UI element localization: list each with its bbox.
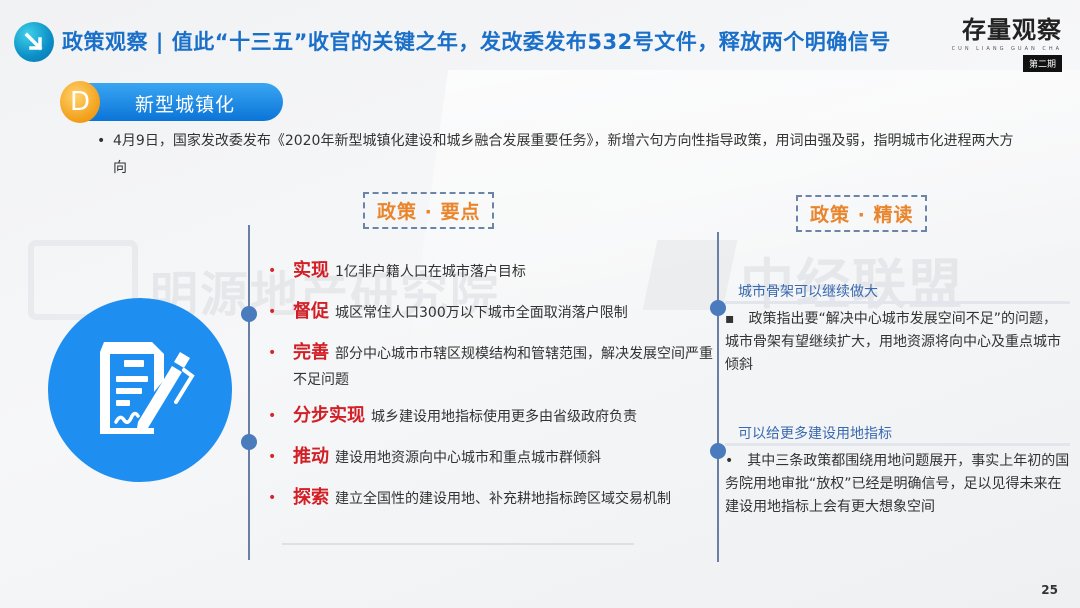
list-item: • 督促城区常住人口300万以下城市全面取消落户限制	[268, 299, 718, 326]
watermark-left: 明源地产研究院	[150, 267, 501, 323]
bullet-icon: •	[97, 133, 106, 149]
arrow-down-right-icon	[14, 22, 54, 62]
page-number: 25	[1041, 583, 1058, 597]
point-keyword: 推动	[293, 446, 329, 467]
point-text: 建立全国性的建设用地、补充耕地指标跨区域交易机制	[335, 491, 671, 507]
brand-subtitle: CUN LIANG GUAN CHA	[951, 46, 1062, 52]
watermark-right: 中经联盟	[740, 253, 964, 316]
list-item: • 实现 1亿非户籍人口在城市落户目标	[268, 258, 718, 285]
point-keyword: 探索	[293, 487, 329, 508]
timeline-line-left	[248, 225, 250, 560]
bullet-icon: •	[268, 449, 277, 465]
section-pill: 新型城镇化	[65, 83, 283, 121]
point-keyword: 实现	[293, 260, 329, 281]
brand-logo: 存量观察 CUN LIANG GUAN CHA 第二期	[952, 10, 1062, 72]
point-keyword: 督促	[293, 301, 329, 322]
section-badge: D	[60, 81, 100, 123]
point-keyword: 分步实现	[293, 405, 365, 426]
reading-title: 可以给更多建设用地指标	[725, 422, 1070, 446]
point-keyword: 完善	[293, 342, 329, 363]
timeline-dot	[710, 300, 726, 316]
issue-badge: 第二期	[1022, 55, 1062, 72]
timeline-dot	[710, 443, 726, 459]
policy-points-list: • 实现 1亿非户籍人口在城市落户目标 • 督促城区常住人口300万以下城市全面取…	[268, 258, 718, 526]
tag-policy-points: 政策 · 要点	[363, 192, 495, 229]
point-text: 1亿非户籍人口在城市落户目标	[335, 264, 526, 280]
timeline-line-right	[717, 232, 719, 562]
list-item: • 推动建设用地资源向中心城市和重点城市群倾斜	[268, 444, 718, 471]
divider	[282, 543, 634, 545]
reading-title: 城市骨架可以继续做大	[725, 280, 1070, 304]
bullet-icon: •	[268, 304, 277, 320]
bullet-icon: •	[268, 263, 277, 279]
bullet-icon: •	[268, 490, 277, 506]
point-text: 部分中心城市市辖区规模结构和管辖范围，解决发展空间严重不足问题	[293, 346, 713, 388]
tag-policy-reading: 政策 · 精读	[796, 195, 928, 232]
brand-title: 存量观察	[962, 16, 1062, 44]
list-item: • 分步实现城乡建设用地指标使用更多由省级政府负责	[268, 403, 718, 430]
point-text: 城区常住人口300万以下城市全面取消落户限制	[335, 305, 628, 321]
bullet-icon: •	[268, 345, 277, 361]
list-item: • 完善部分中心城市市辖区规模结构和管辖范围，解决发展空间严重不足问题	[268, 340, 718, 393]
reading-body: • 其中三条政策都围绕用地问题展开，事实上年初的国务院用地审批“放权”已经是明确…	[725, 453, 1070, 515]
section-label: 新型城镇化	[135, 94, 236, 116]
point-text: 建设用地资源向中心城市和重点城市群倾斜	[335, 450, 601, 466]
timeline-dot	[241, 306, 257, 322]
bullet-icon: •	[268, 408, 277, 424]
intro-paragraph: • 4月9日，国家发改委发布《2020年新型城镇化建设和城乡融合发展重要任务》，…	[97, 128, 1027, 182]
reading-body: ▪ 政策指出要“解决中心城市发展空间不足”的问题，城市骨架有望继续扩大，用地资源…	[725, 311, 1061, 373]
point-text: 城乡建设用地指标使用更多由省级政府负责	[371, 409, 637, 425]
page-title: 政策观察 | 值此“十三五”收官的关键之年，发改委发布532号文件，释放两个明确…	[62, 30, 891, 54]
intro-text: 4月9日，国家发改委发布《2020年新型城镇化建设和城乡融合发展重要任务》，新增…	[113, 133, 1014, 176]
reading-block: 可以给更多建设用地指标 • 其中三条政策都围绕用地问题展开，事实上年初的国务院用…	[725, 422, 1070, 519]
reading-block: 城市骨架可以继续做大 ▪ 政策指出要“解决中心城市发展空间不足”的问题，城市骨架…	[725, 280, 1070, 377]
list-item: • 探索建立全国性的建设用地、补充耕地指标跨区域交易机制	[268, 485, 718, 512]
timeline-dot	[241, 434, 257, 450]
document-pen-icon	[48, 298, 232, 482]
